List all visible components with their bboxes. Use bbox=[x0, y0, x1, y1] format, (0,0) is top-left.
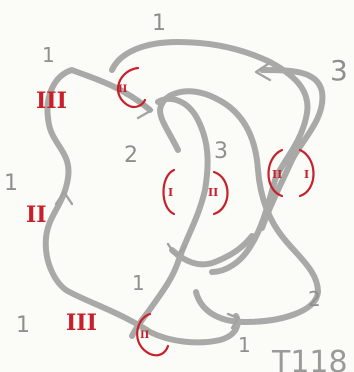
arc-label-bottom-right-1: 1 bbox=[238, 333, 251, 357]
crossing-label-bottom: II bbox=[140, 330, 150, 341]
roman-left: II bbox=[26, 202, 47, 228]
arc-labels: 1 1 3 2 3 1 1 1 2 1 bbox=[4, 11, 348, 357]
strand-center-back bbox=[160, 91, 318, 322]
arc-label-center-left: 2 bbox=[124, 143, 138, 168]
crossing-label-center-a: I bbox=[168, 186, 173, 199]
arc-label-top-right: 3 bbox=[330, 54, 348, 87]
crossing-label-right-a: II bbox=[272, 168, 282, 181]
diagram-caption: T118 bbox=[271, 345, 348, 372]
arc-label-left: 1 bbox=[4, 171, 18, 196]
arc-label-bottom-center: 1 bbox=[132, 271, 145, 295]
arc-label-upper-left: 1 bbox=[42, 43, 55, 67]
arc-label-center-right: 3 bbox=[214, 139, 228, 164]
arc-label-top: 1 bbox=[152, 11, 166, 36]
roman-upper-left: III bbox=[36, 88, 67, 114]
knot-strands bbox=[46, 42, 323, 342]
crossing-label-center-b: II bbox=[208, 186, 218, 199]
crossing-label-top: II bbox=[118, 84, 128, 95]
arc-label-bottom-right-2: 2 bbox=[308, 287, 321, 311]
crossing-label-right-b: I bbox=[304, 168, 309, 181]
strand-left-loop bbox=[46, 70, 238, 342]
roman-bottom-left: III bbox=[66, 310, 97, 336]
arc-label-bottom-left: 1 bbox=[16, 313, 30, 338]
